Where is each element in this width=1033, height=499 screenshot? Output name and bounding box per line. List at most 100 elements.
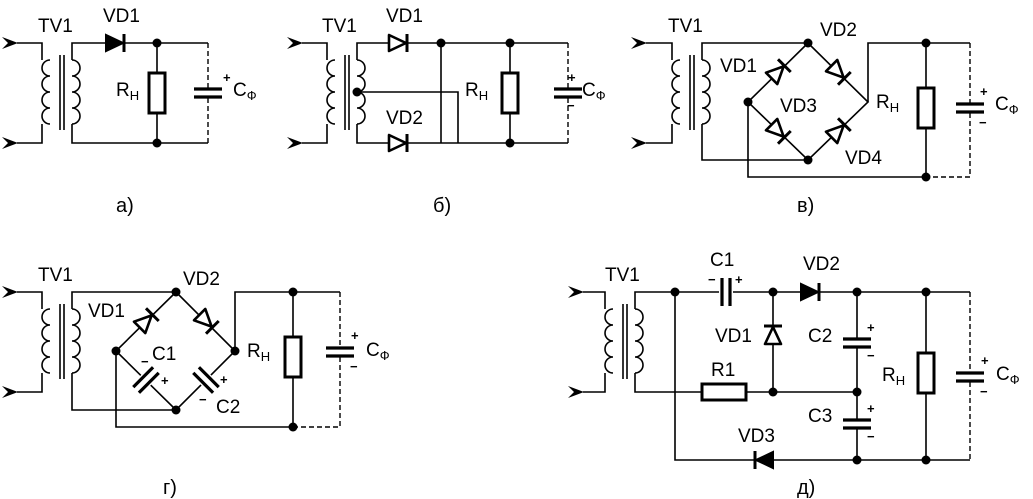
label-vd2: VD2: [803, 254, 840, 275]
transformer-secondary-icon: [634, 308, 644, 374]
transformer-primary-icon: [604, 308, 614, 374]
load-resistor-icon: [916, 351, 936, 395]
polarity-minus: −: [199, 392, 207, 407]
polarity-minus: −: [708, 272, 716, 287]
circuit-d: TV1 C1 − + VD2 VD1 R1 C2 + − C3 + − VD3 …: [568, 250, 1020, 499]
filter-capacitor-icon: [192, 87, 224, 99]
label-c2: C2: [216, 397, 240, 418]
label-rh: RН: [882, 365, 905, 388]
load-resistor-icon: [147, 71, 167, 115]
label-r1: R1: [711, 360, 735, 381]
diode-icon: [387, 32, 409, 54]
load-resistor-icon: [283, 335, 303, 379]
diode-icon: [753, 449, 775, 471]
polarity-plus: +: [867, 401, 875, 416]
transformer-primary-icon: [671, 59, 681, 125]
label-c1: C1: [710, 250, 734, 271]
caption-a: а): [116, 195, 134, 217]
polarity-minus: −: [350, 359, 358, 374]
input-terminal-icon: [2, 37, 18, 49]
input-terminal-icon: [631, 37, 647, 49]
capacitor-icon: [841, 337, 873, 349]
polarity-plus: +: [735, 272, 743, 287]
polarity-plus: +: [981, 353, 989, 368]
input-terminal-icon: [631, 137, 647, 149]
label-tv1: TV1: [322, 16, 357, 37]
polarity-minus: −: [867, 348, 875, 363]
load-resistor-icon: [500, 71, 520, 115]
caption-b: б): [433, 195, 451, 217]
label-cf: CФ: [996, 364, 1020, 387]
polarity-minus: −: [567, 98, 575, 113]
caption-d: д): [797, 477, 815, 499]
label-vd1: VD1: [103, 6, 140, 27]
diode-icon: [762, 324, 784, 346]
input-terminal-icon: [568, 386, 584, 398]
input-terminal-icon: [2, 137, 18, 149]
filter-capacitor-icon: [954, 102, 986, 114]
label-vd1: VD1: [386, 6, 423, 27]
label-tv1: TV1: [668, 16, 703, 37]
polarity-plus: +: [867, 320, 875, 335]
transformer-primary-icon: [326, 59, 336, 125]
polarity-minus: −: [867, 429, 875, 444]
label-tv1: TV1: [38, 265, 73, 286]
load-resistor-icon: [916, 86, 936, 130]
input-terminal-icon: [287, 37, 303, 49]
transformer-secondary-icon: [71, 59, 81, 125]
circuit-b: TV1 VD1 VD2 RН + − CФ б): [287, 6, 606, 217]
input-terminal-icon: [568, 286, 584, 298]
label-rh: RН: [465, 80, 488, 103]
filter-capacitor-icon: [552, 87, 584, 99]
caption-v: в): [797, 195, 814, 217]
filter-capacitor-icon: [324, 346, 356, 358]
circuit-g: TV1 VD1 VD2 C1 C2 − + − + RН + − CФ г): [2, 265, 390, 499]
label-cf: CФ: [582, 80, 606, 103]
transformer-primary-icon: [41, 308, 51, 374]
polarity-plus: +: [351, 328, 359, 343]
transformer-secondary-icon: [71, 308, 81, 374]
diode-icon: [104, 32, 126, 54]
label-vd1: VD1: [720, 56, 757, 77]
label-cf: CФ: [233, 80, 257, 103]
polarity-plus: +: [223, 70, 231, 85]
label-vd1: VD1: [715, 326, 752, 347]
label-vd2: VD2: [183, 269, 220, 290]
capacitor-icon: [720, 276, 732, 308]
label-tv1: TV1: [605, 265, 640, 286]
input-terminal-icon: [287, 137, 303, 149]
label-tv1: TV1: [38, 16, 73, 37]
caption-g: г): [163, 477, 177, 499]
polarity-minus: −: [979, 115, 987, 130]
label-cf: CФ: [995, 94, 1019, 117]
polarity-plus: +: [980, 84, 988, 99]
label-vd1: VD1: [88, 301, 125, 322]
diode-icon: [799, 281, 821, 303]
polarity-minus: −: [980, 384, 988, 399]
label-vd2: VD2: [386, 108, 423, 129]
polarity-plus: +: [161, 373, 169, 388]
transformer-primary-icon: [41, 59, 51, 125]
polarity-plus: +: [220, 372, 228, 387]
circuit-v: TV1 VD1 VD2 VD3 VD4 RН + − CФ в): [631, 16, 1019, 217]
transformer-secondary-icon: [701, 59, 711, 125]
input-terminal-icon: [2, 286, 18, 298]
resistor-r1-icon: [700, 382, 748, 402]
filter-capacitor-icon: [954, 371, 986, 383]
label-c2: C2: [808, 326, 832, 347]
label-cf: CФ: [366, 340, 390, 363]
input-terminal-icon: [2, 386, 18, 398]
label-rh: RН: [116, 80, 139, 103]
label-vd3: VD3: [738, 426, 775, 447]
label-c1: C1: [152, 344, 176, 365]
diode-icon: [387, 132, 409, 154]
circuit-a: TV1 VD1 RН + CФ а): [2, 6, 257, 217]
polarity-plus: +: [568, 70, 576, 85]
label-vd4: VD4: [845, 148, 882, 169]
capacitor-icon: [841, 418, 873, 430]
label-rh: RН: [876, 92, 899, 115]
label-c3: C3: [808, 406, 832, 427]
polarity-minus: −: [141, 354, 149, 369]
label-vd3: VD3: [780, 96, 817, 117]
